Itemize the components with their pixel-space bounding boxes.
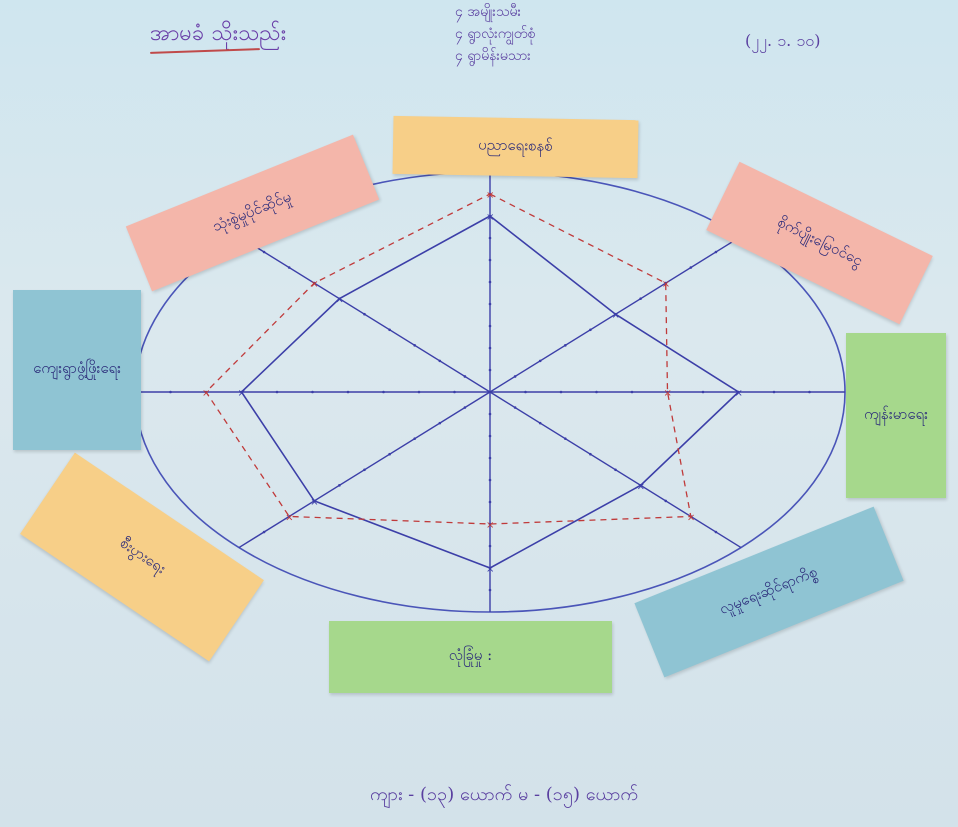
radar-axis-7-tick-9 — [169, 390, 172, 394]
sticky-note-left: ကျေးရွာဖွံ့ဖြိုးရေး — [13, 290, 141, 450]
radar-axis-6-tick-4 — [388, 452, 391, 456]
radar-series-1-point-4: × — [637, 481, 645, 492]
radar-axis-1-tick-6 — [488, 258, 492, 262]
radar-axis-6-tick-8 — [287, 515, 291, 518]
radar-axis-4-tick-5 — [614, 468, 617, 472]
radar-axis-8-tick-3 — [413, 344, 416, 347]
radar-series-1-point-3: × — [735, 388, 743, 399]
radar-series-2-point-5: × — [486, 520, 494, 531]
radar-axis-8-tick-4 — [388, 328, 391, 332]
radar-axis-5-tick-2 — [488, 434, 492, 438]
radar-axis-2-tick-8 — [689, 266, 693, 269]
radar-axis-1-tick-7 — [488, 236, 492, 240]
sticky-note-top: ပညာရေးစနစ် — [392, 115, 639, 179]
radar-axis-3-tick-4 — [630, 390, 634, 394]
radar-axis-4-tick-3 — [564, 437, 567, 440]
radar-axis-3-tick-5 — [666, 390, 669, 394]
radar-axis-5-tick-1 — [488, 412, 492, 416]
sticky-note-right: ကျန်းမာရေး — [846, 333, 946, 498]
radar-axis-5-tick-5 — [488, 500, 492, 504]
radar-axis-2-tick-4 — [589, 328, 592, 332]
radar-axis-5-tick-3 — [488, 456, 492, 460]
radar-axis-3-tick-3 — [595, 390, 598, 394]
radar-axis-6-tick-1 — [463, 406, 467, 409]
radar-axis-7-tick-3 — [382, 390, 385, 394]
radar-axis-6-tick-9 — [262, 530, 266, 534]
radar-axis-4-tick-1 — [513, 406, 517, 409]
radar-series-2-point-1: × — [486, 190, 494, 201]
radar-axis-3-tick-1 — [524, 390, 527, 394]
radar-axis-8-tick-9 — [262, 250, 266, 254]
radar-axis-6-tick-6 — [338, 484, 341, 487]
radar-series-2-point-6: × — [285, 512, 293, 523]
radar-axis-3-tick-8 — [772, 390, 776, 394]
radar-series-2-point-8: × — [310, 279, 318, 290]
radar-axis-8-tick-1 — [463, 375, 467, 378]
radar-axis-8-tick-5 — [363, 312, 366, 316]
header-note-line-3: ၄ ရွာမိန်းမသား — [455, 48, 531, 64]
radar-series-2-point-7: × — [202, 388, 210, 399]
radar-axis-1-tick-4 — [488, 302, 492, 306]
radar-axis-7-tick-6 — [275, 390, 279, 394]
header-note-line-2: ၄ ရွာလုံးကျွတ်စုံ — [455, 26, 536, 42]
radar-series-2-line — [205, 193, 692, 525]
radar-axis-3-tick-6 — [701, 390, 705, 394]
header-date: (၂၂. ၁. ၁၀) — [745, 31, 821, 50]
sticky-note-bottom: လုံခြုံမှု : — [329, 621, 612, 693]
radar-axis-3-tick-9 — [808, 390, 811, 394]
radar-series-2-point-3: × — [664, 388, 672, 399]
radar-series-1-point-8: × — [335, 295, 343, 306]
radar-axis-2-tick-9 — [714, 250, 718, 254]
header-note-line-1: ၄ အမျိုးသမီး — [455, 4, 522, 20]
radar-axis-8-tick-8 — [287, 266, 291, 269]
header-title: အာမခံ သိုးသည်း — [150, 21, 287, 46]
radar-series-1-point-5: × — [486, 564, 494, 575]
radar-axis-2-tick-1 — [513, 375, 517, 378]
radar-axis-3-tick-2 — [559, 390, 563, 394]
footer-participants: ကျား - (၁၃) ယောက် မ - (၁၅) ယောက် — [370, 784, 639, 805]
radar-axis-6-tick-3 — [413, 437, 416, 440]
radar-axis-4-tick-2 — [538, 421, 542, 425]
radar-series-1-point-2: × — [612, 310, 620, 321]
radar-axis-4-tick-7 — [664, 499, 668, 503]
radar-axis-7-tick-1 — [453, 390, 456, 394]
radar-axis-2-tick-7 — [664, 281, 668, 285]
radar-axis-4-tick-9 — [714, 530, 718, 534]
radar-axis-6-tick-5 — [363, 468, 366, 472]
radar-axis-2-tick-2 — [538, 359, 542, 363]
radar-axis-7-tick-4 — [346, 390, 350, 394]
radar-axis-1-tick-2 — [488, 346, 492, 350]
radar-series-1-point-6: × — [310, 497, 318, 508]
radar-axis-2-tick-3 — [564, 344, 567, 347]
radar-series-1-point-7: × — [238, 388, 246, 399]
radar-series-2-point-2: × — [662, 279, 670, 290]
radar-axis-1-tick-1 — [488, 368, 492, 372]
radar-axis-1-tick-3 — [488, 324, 492, 328]
radar-axis-8-tick-2 — [438, 359, 442, 363]
radar-axis-7-tick-2 — [417, 390, 421, 394]
radar-axis-5-tick-9 — [488, 588, 492, 592]
radar-axis-6-tick-2 — [438, 421, 442, 425]
radar-series-1-line — [240, 215, 740, 569]
radar-series-1-point-1: × — [486, 212, 494, 223]
radar-axis-7-tick-5 — [311, 390, 314, 394]
radar-axis-5-tick-4 — [488, 478, 492, 482]
radar-axis-4-tick-4 — [589, 452, 592, 456]
radar-axis-1-tick-5 — [488, 280, 492, 284]
radar-series-2-point-4: × — [687, 512, 695, 523]
radar-axis-2-tick-6 — [639, 297, 642, 300]
radar-axis-5-tick-7 — [488, 544, 492, 548]
